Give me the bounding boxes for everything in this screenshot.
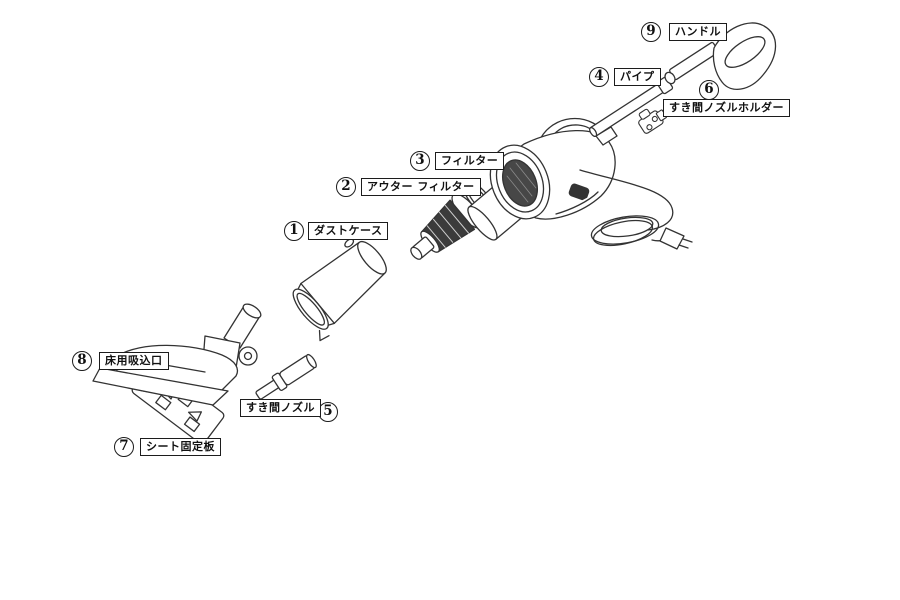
handle-drawing — [664, 22, 777, 90]
part-label-pipe: パイプ — [614, 68, 661, 86]
part-number-9: 9 — [641, 22, 661, 42]
part-label-crevice-nozzle-holder: すき間ノズルホルダー — [663, 99, 790, 117]
part-label-crevice-nozzle: すき間ノズル — [240, 399, 321, 417]
part-label-outer-filter: アウター フィルター — [361, 178, 481, 196]
part-number-6: 6 — [699, 80, 719, 100]
crevice-nozzle-drawing — [255, 353, 317, 400]
part-label-filter: フィルター — [435, 152, 505, 170]
part-number-3: 3 — [410, 151, 430, 171]
power-cord-drawing — [579, 169, 693, 250]
part-label-handle: ハンドル — [669, 23, 727, 41]
part-number-2: 2 — [336, 177, 356, 197]
part-number-5: 5 — [318, 402, 338, 422]
motor-body-drawing — [489, 118, 618, 220]
part-label-floor-suction-inlet: 床用吸込口 — [99, 352, 169, 370]
part-number-4: 4 — [589, 67, 609, 87]
part-label-sheet-fixing-plate: シート固定板 — [140, 438, 221, 456]
nozzle-holder-drawing — [638, 108, 667, 134]
part-label-dust-case: ダストケース — [308, 222, 389, 240]
part-number-7: 7 — [114, 437, 134, 457]
part-number-1: 1 — [284, 221, 304, 241]
part-number-8: 8 — [72, 351, 92, 371]
dust-case-drawing — [292, 238, 387, 342]
